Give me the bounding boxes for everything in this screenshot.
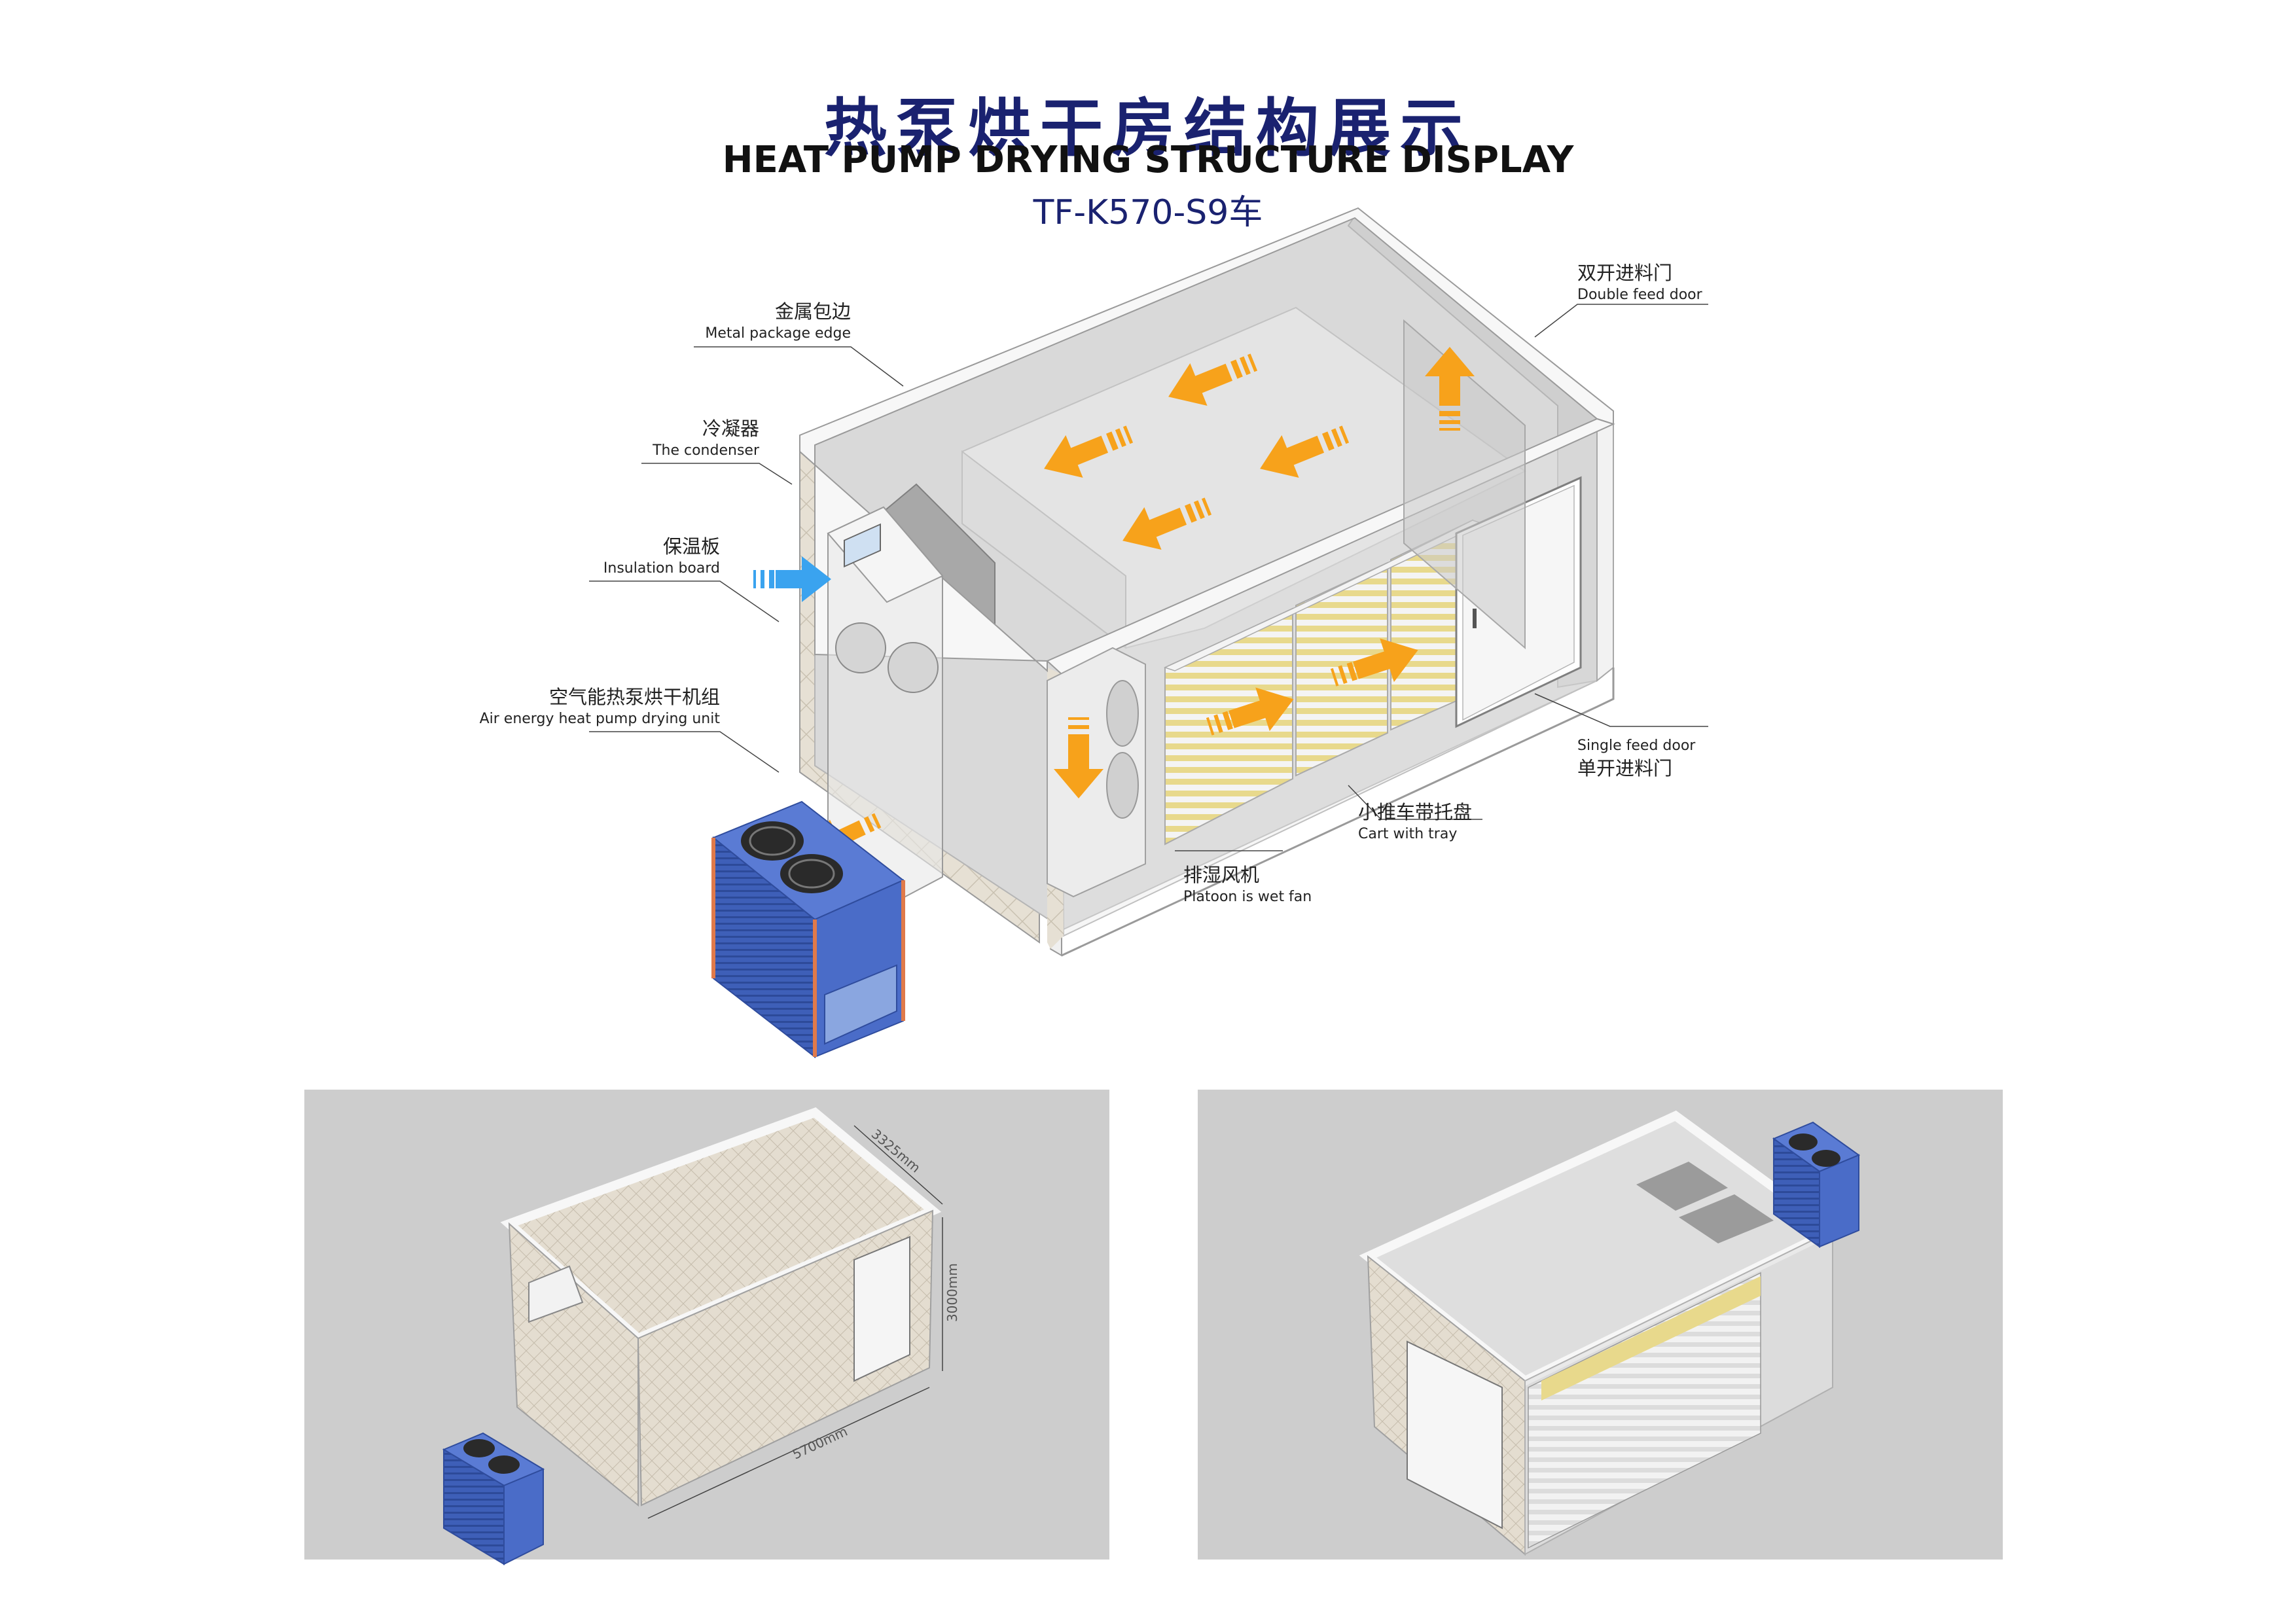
label-insulation-board: 保温板 Insulation board (603, 535, 720, 577)
exterior-view-panel: 3325mm 3000mm 5700mm (304, 1090, 1109, 1565)
hot-air-arrow-up (1425, 347, 1475, 431)
model-number: TF-K570-S9车 (1033, 193, 1263, 232)
label-condenser: 冷凝器 The condenser (653, 418, 759, 459)
glass-connection-box (827, 506, 944, 908)
unit-fan-1 (741, 821, 804, 861)
main-drying-room (799, 207, 1615, 957)
unit-access-panel (824, 964, 897, 1045)
label-single-feed-door: Single feed door 单开进料门 (1577, 738, 1696, 779)
label-cart-with-tray: 小推车带托盘 Cart with tray (1358, 801, 1473, 842)
right-end-wall (1596, 411, 1614, 683)
hot-air-arrow-down (1054, 717, 1103, 798)
label-heat-pump-unit: 空气能热泵烘干机组 Air energy heat pump drying un… (479, 686, 720, 727)
unit-control-panel (844, 523, 881, 568)
unit-fan-2 (780, 854, 843, 893)
hot-air-arrow (1122, 497, 1212, 550)
hot-air-arrow (1168, 353, 1258, 406)
hot-air-arrow-right (1330, 638, 1418, 687)
heat-pump-unit (711, 523, 905, 1059)
internal-fan-2 (888, 642, 939, 693)
interior-view-panel (1198, 1090, 2003, 1560)
label-double-feed-door: 双开进料门 Double feed door (1577, 262, 1702, 303)
page-title-cn: 热泵烘干房结构展示 (824, 92, 1472, 165)
label-exhaust-fan: 排湿风机 Platoon is wet fan (1183, 864, 1312, 905)
internal-fan-1 (835, 622, 886, 673)
leader-lines (589, 304, 1708, 851)
label-metal-edge: 金属包边 Metal package edge (705, 300, 851, 342)
page-title-en: HEAT PUMP DRYING STRUCTURE DISPLAY (722, 139, 1574, 181)
cold-air-arrow (753, 556, 831, 602)
dimension-height: 3000mm (944, 1263, 960, 1322)
hot-air-arrow (1044, 425, 1134, 478)
hot-air-arrow-right (1206, 687, 1294, 736)
hot-air-arrow (1260, 425, 1350, 478)
door-handle (1473, 609, 1477, 628)
double-feed-door (1403, 319, 1526, 650)
